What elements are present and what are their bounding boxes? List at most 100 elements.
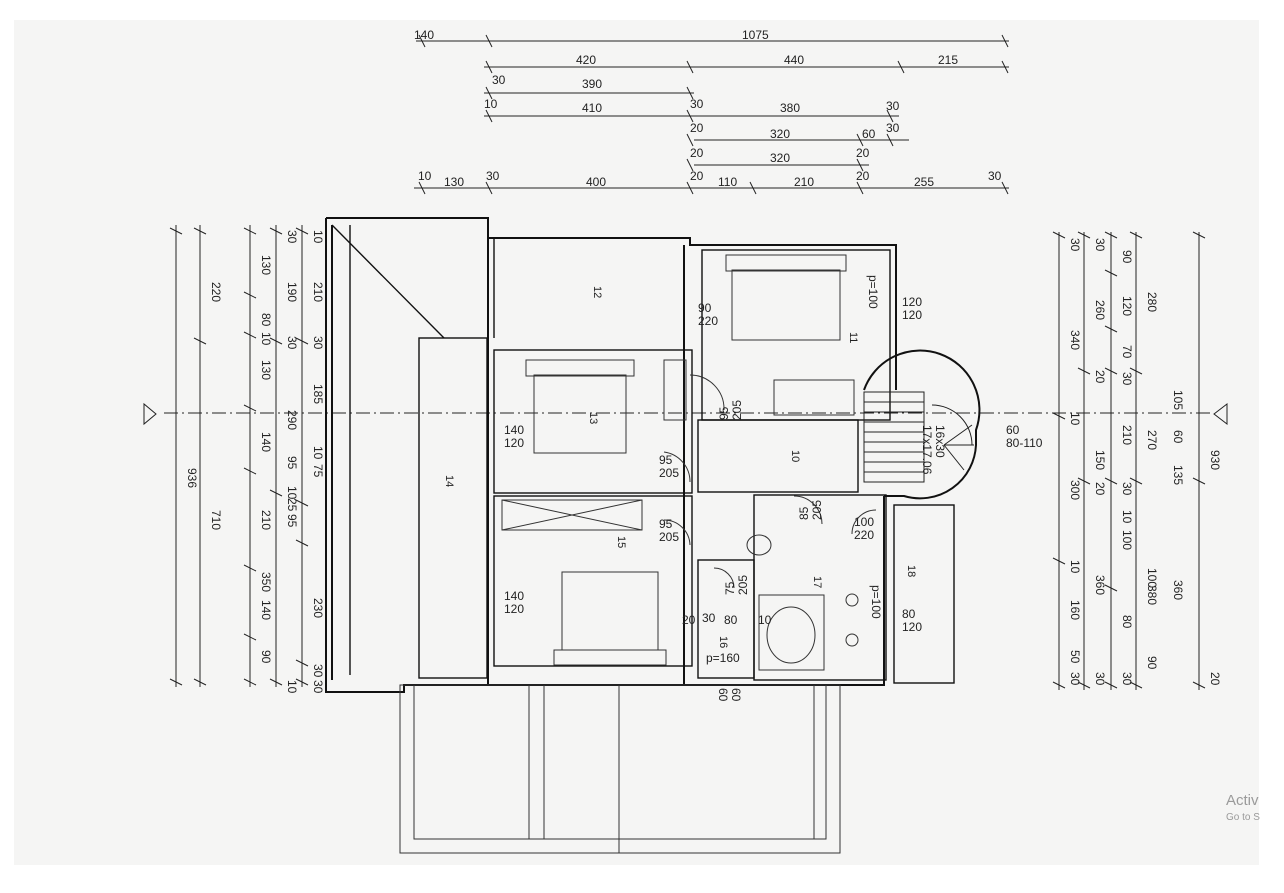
dim-label: 220	[209, 282, 223, 302]
dim-label: 130	[259, 360, 273, 380]
dim-label: 10	[1068, 560, 1082, 574]
top-dimension-ticks	[418, 34, 1009, 195]
dim-label: 390	[582, 77, 602, 91]
dim-label: 420	[576, 53, 596, 67]
dim-label: 20	[1208, 672, 1222, 686]
dim-label: 290	[285, 410, 299, 430]
dim-label: 30	[1120, 482, 1134, 496]
dim-label: 130	[259, 255, 273, 275]
dim-label: 930	[1208, 450, 1222, 470]
dim-label: 10	[1068, 412, 1082, 426]
dim-label: 380	[1145, 585, 1159, 605]
dim-label: 185	[311, 384, 325, 404]
dim-label: 440	[784, 53, 804, 67]
furniture	[501, 254, 859, 671]
dim-label: 210	[1120, 425, 1134, 445]
dim-label: 360	[1171, 580, 1185, 600]
dim-label: 10	[285, 486, 299, 500]
exterior-walls	[325, 217, 981, 693]
dim-label: 30	[1068, 238, 1082, 252]
dim-label: 10	[418, 169, 432, 183]
dim-label: 20	[856, 169, 870, 183]
dim-label: 10	[311, 230, 325, 244]
dim-label: 140	[259, 600, 273, 620]
dim-label: 30	[886, 121, 900, 135]
dim-label: 130	[444, 175, 464, 189]
left-dimension-ticks	[169, 227, 309, 686]
room-number: 12	[591, 286, 603, 298]
dim-label: 10	[311, 446, 325, 460]
dim-label: 100	[1145, 568, 1159, 588]
right-dimension-lines	[1058, 232, 1200, 690]
room-number: 13	[587, 412, 599, 424]
opening-label: 75205	[723, 575, 750, 595]
room-number: 17	[811, 576, 823, 588]
opening-label: p=100	[866, 275, 880, 309]
room-number: 11	[847, 332, 859, 343]
dim-label: 25	[285, 498, 299, 512]
dim-label: 215	[938, 53, 958, 67]
dim-label: 120	[1120, 296, 1134, 316]
dim-label: 75	[311, 464, 325, 478]
dim-label: 60	[862, 127, 876, 141]
dim-label: 30	[1093, 672, 1107, 686]
dim-label: 95	[285, 514, 299, 528]
dim-label: 710	[209, 510, 223, 530]
dim-label: 140	[414, 28, 434, 42]
dim-label: 300	[1068, 480, 1082, 500]
right-dimension-ticks	[1052, 231, 1206, 689]
dim-label: 100	[1120, 530, 1134, 550]
dim-label: 30	[311, 680, 325, 694]
dim-label: 30	[285, 230, 299, 244]
room-number: 16	[717, 636, 729, 648]
dim-label: 20	[690, 146, 704, 160]
balcony-outline	[399, 684, 841, 854]
right-dimension-labels: 30 340 10 300 10 160 50 30 30 260 20 150…	[1068, 238, 1222, 686]
opening-label: 85205	[797, 500, 824, 520]
dim-label: 150	[1093, 450, 1107, 470]
dim-label: 90	[1120, 250, 1134, 264]
dim-label: 270	[1145, 430, 1159, 450]
staircase	[863, 391, 974, 483]
dim-label: 320	[770, 127, 790, 141]
dim-label: 90	[1145, 656, 1159, 670]
dim-label: 30	[1120, 372, 1134, 386]
dim-label: 20	[690, 169, 704, 183]
dim-label: 380	[780, 101, 800, 115]
opening-label: p=160	[706, 651, 740, 665]
dim-label: 80	[1120, 615, 1134, 629]
dim-label: 160	[1068, 600, 1082, 620]
dim-label: 30	[311, 336, 325, 350]
room-number: 15	[615, 536, 627, 548]
door-swings	[663, 374, 877, 589]
dim-label: 20	[1093, 482, 1107, 496]
dim-label: 110	[718, 175, 737, 189]
dim-label: 30	[690, 97, 704, 111]
room-labels: 11 12 13 14 15 10 16 17 18	[443, 286, 917, 648]
watermark-title: Activ	[1226, 792, 1259, 809]
dim-label: 140	[259, 432, 273, 452]
dim-label: 30	[492, 73, 506, 87]
dim-label: 936	[185, 468, 199, 488]
dim-label: 340	[1068, 330, 1082, 350]
drawing-sheet: 140 1075 420 440 215 30 390 10 410 30 38…	[14, 20, 1259, 865]
dim-label: 30	[988, 169, 1002, 183]
dim-label: 280	[1145, 292, 1159, 312]
opening-label: 20	[682, 613, 696, 627]
dim-label: 95	[285, 456, 299, 470]
dim-label: 360	[1093, 575, 1107, 595]
dim-label: 10	[259, 332, 273, 346]
room-number: 10	[789, 450, 801, 462]
room-number: 18	[905, 565, 917, 577]
dim-label: 1075	[742, 28, 769, 42]
opening-label: 30	[702, 611, 716, 625]
